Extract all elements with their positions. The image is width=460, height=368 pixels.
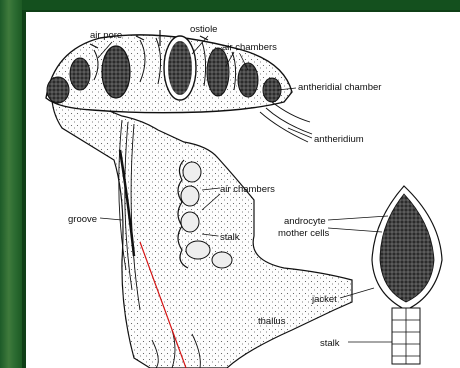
label-air-chambers-mid: air chambers <box>220 184 275 195</box>
antheridium-small <box>70 58 90 90</box>
background-foliage <box>0 0 22 368</box>
antheridium-large <box>207 48 229 96</box>
antheridium-large <box>102 46 130 98</box>
label-androcyte: androcyte <box>284 216 326 227</box>
stalk-air-chamber <box>183 162 201 182</box>
label-antheridium: antheridium <box>314 134 364 145</box>
label-antheridial-chamber: antheridial chamber <box>298 82 381 93</box>
label-groove: groove <box>68 214 97 225</box>
label-air-chambers-top: air chambers <box>222 42 277 53</box>
stalk-air-chamber <box>181 186 199 206</box>
antheridium-small <box>238 63 258 97</box>
label-stalk-mid: stalk <box>220 232 240 243</box>
label-ostiole: ostiole <box>190 24 217 35</box>
antheridiophore-diagram: air pore ostiole air chambers antheridia… <box>22 10 460 368</box>
label-air-pore: air pore <box>90 30 122 41</box>
label-stalk-right: stalk <box>320 338 340 349</box>
stalk-air-chamber <box>181 212 199 232</box>
label-mother-cells: mother cells <box>278 228 329 239</box>
antheridium-large <box>168 41 192 95</box>
stalk-air-chamber <box>212 252 232 268</box>
antheridium-small <box>47 77 69 103</box>
stalk-air-chamber <box>186 241 210 259</box>
label-jacket: jacket <box>311 294 337 305</box>
label-thallus: thallus <box>258 316 286 327</box>
